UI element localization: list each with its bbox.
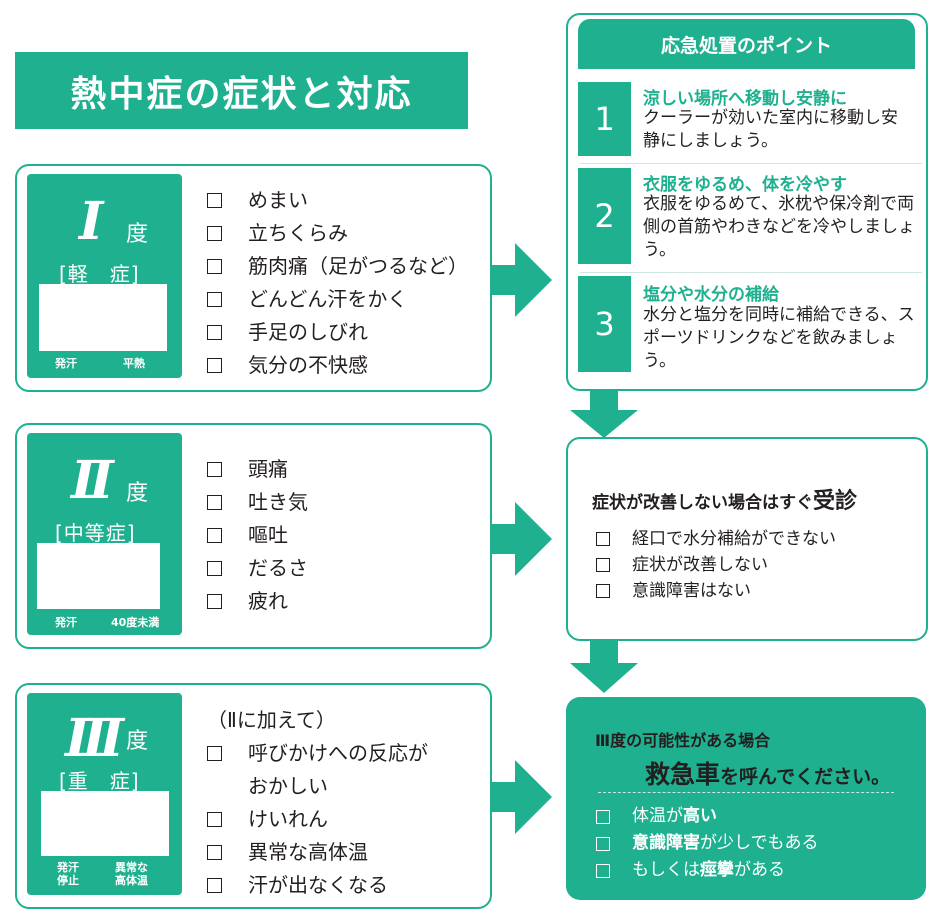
dashed-divider <box>598 792 894 793</box>
checkbox[interactable] <box>596 532 610 546</box>
level-1-roman: I <box>79 191 104 252</box>
checkbox[interactable] <box>596 863 610 878</box>
checkbox[interactable] <box>207 495 222 510</box>
level-2-label-temp: 40度未満 <box>111 616 160 629</box>
list-item: もしくは痙攣がある <box>596 857 819 884</box>
checkbox[interactable] <box>207 812 222 827</box>
consult-panel <box>566 437 928 641</box>
list-item: 汗が出なくなる <box>207 869 428 902</box>
list-item: 意識障害が少しでもある <box>596 830 819 857</box>
level-2-severity: [中等症] <box>55 521 136 545</box>
first-aid-header: 応急処置のポイント <box>578 19 915 69</box>
checkbox[interactable] <box>207 845 222 860</box>
emergency-panel <box>566 697 926 900</box>
list-item: 気分の不快感 <box>207 349 468 382</box>
checkbox[interactable] <box>207 226 222 241</box>
checkbox[interactable] <box>207 878 222 893</box>
level-1-symptom-list: めまい 立ちくらみ 筋肉痛（足がつるなど） どんどん汗をかく 手足のしびれ 気分… <box>207 184 468 382</box>
level-3-image-placeholder <box>41 791 169 856</box>
list-item: 嘔吐 <box>207 519 308 552</box>
list-item: 経口で水分補給ができない <box>596 526 836 552</box>
emergency-list: 体温が高い 意識障害が少しでもある もしくは痙攣がある <box>596 803 819 884</box>
point-number-1: 1 <box>578 82 631 156</box>
level-1-label-sweat: 発汗 <box>55 357 77 370</box>
checkbox[interactable] <box>207 528 222 543</box>
list-item: 異常な高体温 <box>207 836 428 869</box>
checkbox[interactable] <box>596 809 610 824</box>
list-item: めまい <box>207 184 468 217</box>
checkbox[interactable] <box>207 561 222 576</box>
checkbox[interactable] <box>207 292 222 307</box>
level-3-do: 度 <box>126 729 149 754</box>
list-item: 手足のしびれ <box>207 316 468 349</box>
point-2-title: 衣服をゆるめ、体を冷やす <box>643 175 847 195</box>
checkbox[interactable] <box>596 584 610 598</box>
point-3-body: 水分と塩分を同時に補給できる、スポーツドリンクなどを飲みましょう。 <box>643 305 915 371</box>
list-item: どんどん汗をかく <box>207 283 468 316</box>
consult-title: 症状が改善しない場合はすぐ受診 <box>592 489 858 514</box>
level-1-do: 度 <box>126 222 149 247</box>
point-1-body: クーラーが効いた室内に移動し安静にしましょう。 <box>643 108 898 151</box>
level-2-image-placeholder <box>37 543 160 609</box>
point-1-title: 涼しい場所へ移動し安静に <box>643 89 847 109</box>
list-item-continuation: おかしい <box>248 774 328 798</box>
list-item: 立ちくらみ <box>207 217 468 250</box>
checkbox[interactable] <box>207 594 222 609</box>
divider <box>580 163 922 164</box>
list-item: 吐き気 <box>207 486 308 519</box>
list-item: 筋肉痛（足がつるなど） <box>207 250 468 283</box>
checkbox[interactable] <box>596 558 610 572</box>
level-3-severity: [重 症] <box>59 769 140 793</box>
list-item: 呼びかけへの反応が <box>207 737 428 770</box>
level-1-image-placeholder <box>39 284 167 351</box>
level-1-badge: I 度 [軽 症] 発汗 平熱 <box>27 174 182 378</box>
list-item: 体温が高い <box>596 803 819 830</box>
list-item: だるさ <box>207 552 308 585</box>
point-2-body: 衣服をゆるめて、氷枕や保冷剤で両側の首筋やわきなどを冷やしましょう。 <box>643 194 915 260</box>
list-item: 疲れ <box>207 585 308 618</box>
list-item: けいれん <box>207 803 428 836</box>
point-3-title: 塩分や水分の補給 <box>643 285 779 305</box>
point-number-3: 3 <box>578 276 631 372</box>
page-title-banner: 熱中症の症状と対応 <box>15 52 468 129</box>
level-3-roman: III <box>65 708 124 769</box>
level-2-badge: II 度 [中等症] 発汗 40度未満 <box>27 433 182 635</box>
consult-title-emphasis: 受診 <box>813 489 858 514</box>
level-3-symptom-list: （Ⅱに加えて） 呼びかけへの反応が おかしい けいれん 異常な高体温 汗が出なく… <box>207 704 428 902</box>
checkbox[interactable] <box>207 193 222 208</box>
checkbox[interactable] <box>207 462 222 477</box>
level-1-severity: [軽 症] <box>59 262 140 286</box>
level-3-note: （Ⅱに加えて） <box>207 708 336 732</box>
divider <box>580 272 922 273</box>
level-2-roman: II <box>71 450 114 511</box>
level-3-label-sweat: 発汗 停止 <box>57 861 79 887</box>
list-item: 意識障害はない <box>596 578 836 604</box>
checkbox[interactable] <box>207 358 222 373</box>
level-3-badge: III 度 [重 症] 発汗 停止 異常な 高体温 <box>27 693 182 895</box>
checkbox[interactable] <box>596 836 610 851</box>
ambulance-label: 救急車 <box>645 760 721 789</box>
emergency-condition: Ⅲ度の可能性がある場合 <box>595 731 771 750</box>
consult-list: 経口で水分補給ができない 症状が改善しない 意識障害はない <box>596 526 836 604</box>
level-2-label-sweat: 発汗 <box>55 616 77 629</box>
level-3-label-temp: 異常な 高体温 <box>115 861 148 887</box>
level-1-label-temp: 平熱 <box>123 357 145 370</box>
checkbox[interactable] <box>207 259 222 274</box>
level-2-symptom-list: 頭痛 吐き気 嘔吐 だるさ 疲れ <box>207 453 308 618</box>
list-item: 症状が改善しない <box>596 552 836 578</box>
checkbox[interactable] <box>207 325 222 340</box>
page-title: 熱中症の症状と対応 <box>70 73 413 115</box>
point-number-2: 2 <box>578 168 631 264</box>
checkbox[interactable] <box>207 746 222 761</box>
level-2-do: 度 <box>126 481 149 506</box>
list-item: 頭痛 <box>207 453 308 486</box>
emergency-call: 救急車を呼んでください。 <box>645 760 891 789</box>
